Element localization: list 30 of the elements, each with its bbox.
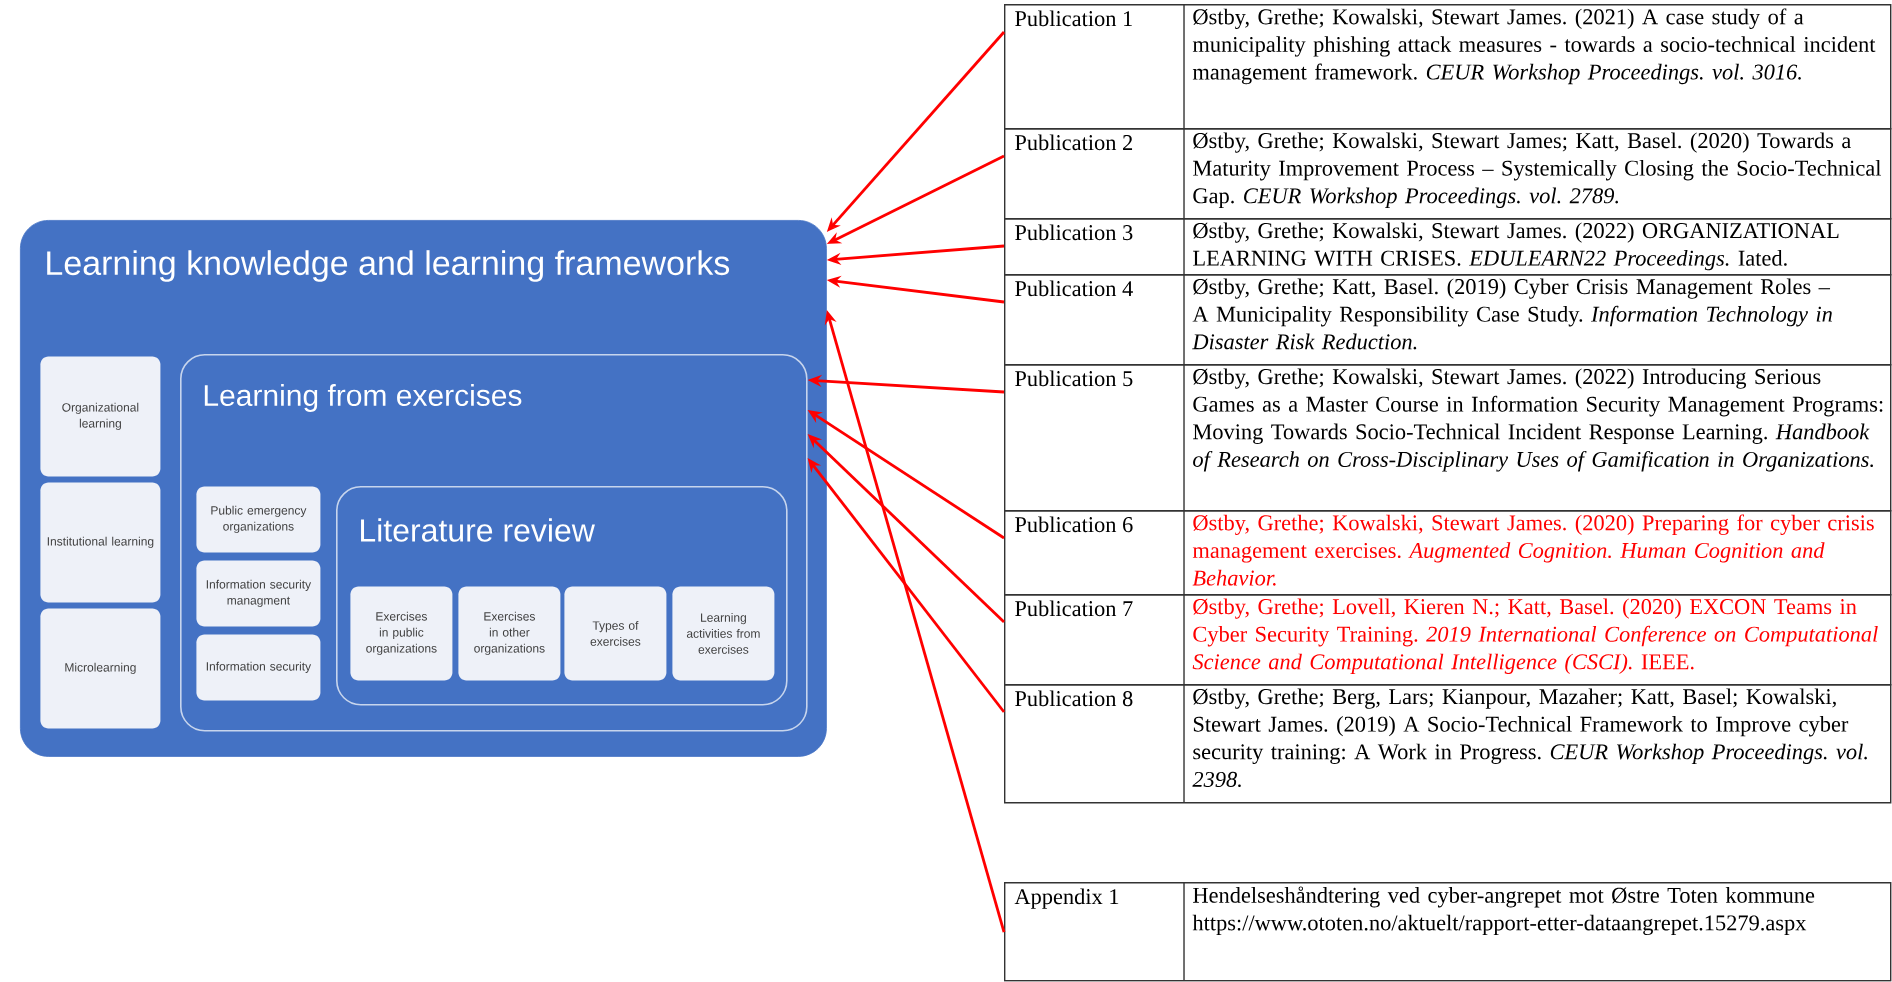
row-label: Publication 4 <box>1015 280 1133 297</box>
table-row <box>1004 363 1892 512</box>
citation-text: Østby, Grethe; Kowalski, Stewart James; Katt, Basel. (2020) Towards a Maturity Improvement Process – Systemically Closing the Socio-Technical Gap. CEUR Workshop Proceedings. vol. 2789. <box>1193 132 1881 208</box>
panel-title: Learning knowledge and learning frameworks <box>47 250 730 282</box>
table-row <box>1004 593 1892 686</box>
row-label: Appendix 1 <box>1014 888 1119 909</box>
table-row <box>1004 217 1892 276</box>
group-title: Literature review <box>361 518 595 542</box>
citation-text: Hendelseshåndtering ved cyber-angrepet mot Østre Toten kommune https://www.ototen.no/aktuelt/rapport-etter-dataangrepet.15279.aspx <box>1192 886 1815 936</box>
citation-text: Østby, Grethe; Kowalski, Stewart James. (2022) Introducing Serious Games as a Master Course in Information Security Management Programs: Moving Towards Socio-Technical Incident Response Learning. Handbook of Research on Cross-Disciplinary Uses of Gamification in Organizations. <box>1193 368 1883 472</box>
table-row <box>1004 683 1892 804</box>
table-row <box>1004 127 1892 220</box>
row-label: Publication 1 <box>1015 10 1132 27</box>
row-label: Publication 8 <box>1015 690 1133 707</box>
group-title: Learning from exercises <box>204 384 522 412</box>
citation-text: Østby, Grethe; Kowalski, Stewart James. (2022) ORGANIZATIONAL LEARNING WITH CRISES. EDULEARN22 Proceedings. Iated. <box>1193 222 1839 271</box>
row-label: Publication 5 <box>1015 370 1133 387</box>
row-label: Publication 7 <box>1015 600 1133 617</box>
row-label: Publication 3 <box>1015 224 1133 241</box>
citation-text: Østby, Grethe; Kowalski, Stewart James. (2021) A case study of a municipality phishing attack measures - towards a socio-technical incident management framework. CEUR Workshop Proceedings. vol. 3016. <box>1192 8 1876 85</box>
citation-text: Østby, Grethe; Lovell, Kieren N.; Katt, Basel. (2020) EXCON Teams in Cyber Security Training. 2019 International Conference on Computational Science and Computational Intelligence (CSCI). IEEE. <box>1192 598 1878 674</box>
table-row <box>1004 509 1892 596</box>
citation-text: Østby, Grethe; Berg, Lars; Kianpour, Mazaher; Katt, Basel; Kowalski, Stewart James. (2019) A Socio-Technical Framework to Improve cyber security training: A Work in Progress. CEUR Workshop Proceedings. vol. 2398. <box>1192 688 1867 788</box>
citation-text: Østby, Grethe; Katt, Basel. (2019) Cyber Crisis Management Roles – A Municipality Responsibility Case Study. Information Technology in Disaster Risk Reduction. <box>1192 278 1832 350</box>
table-row <box>1004 3 1892 130</box>
row-label: Publication 6 <box>1015 516 1133 533</box>
table-row <box>1004 273 1892 366</box>
table-row <box>1004 881 1892 982</box>
citation-text: Østby, Grethe; Kowalski, Stewart James. (2020) Preparing for cyber crisis management exercises. Augmented Cognition. Human Cognition and Behavior. <box>1192 514 1874 586</box>
row-label: Publication 2 <box>1015 134 1133 151</box>
